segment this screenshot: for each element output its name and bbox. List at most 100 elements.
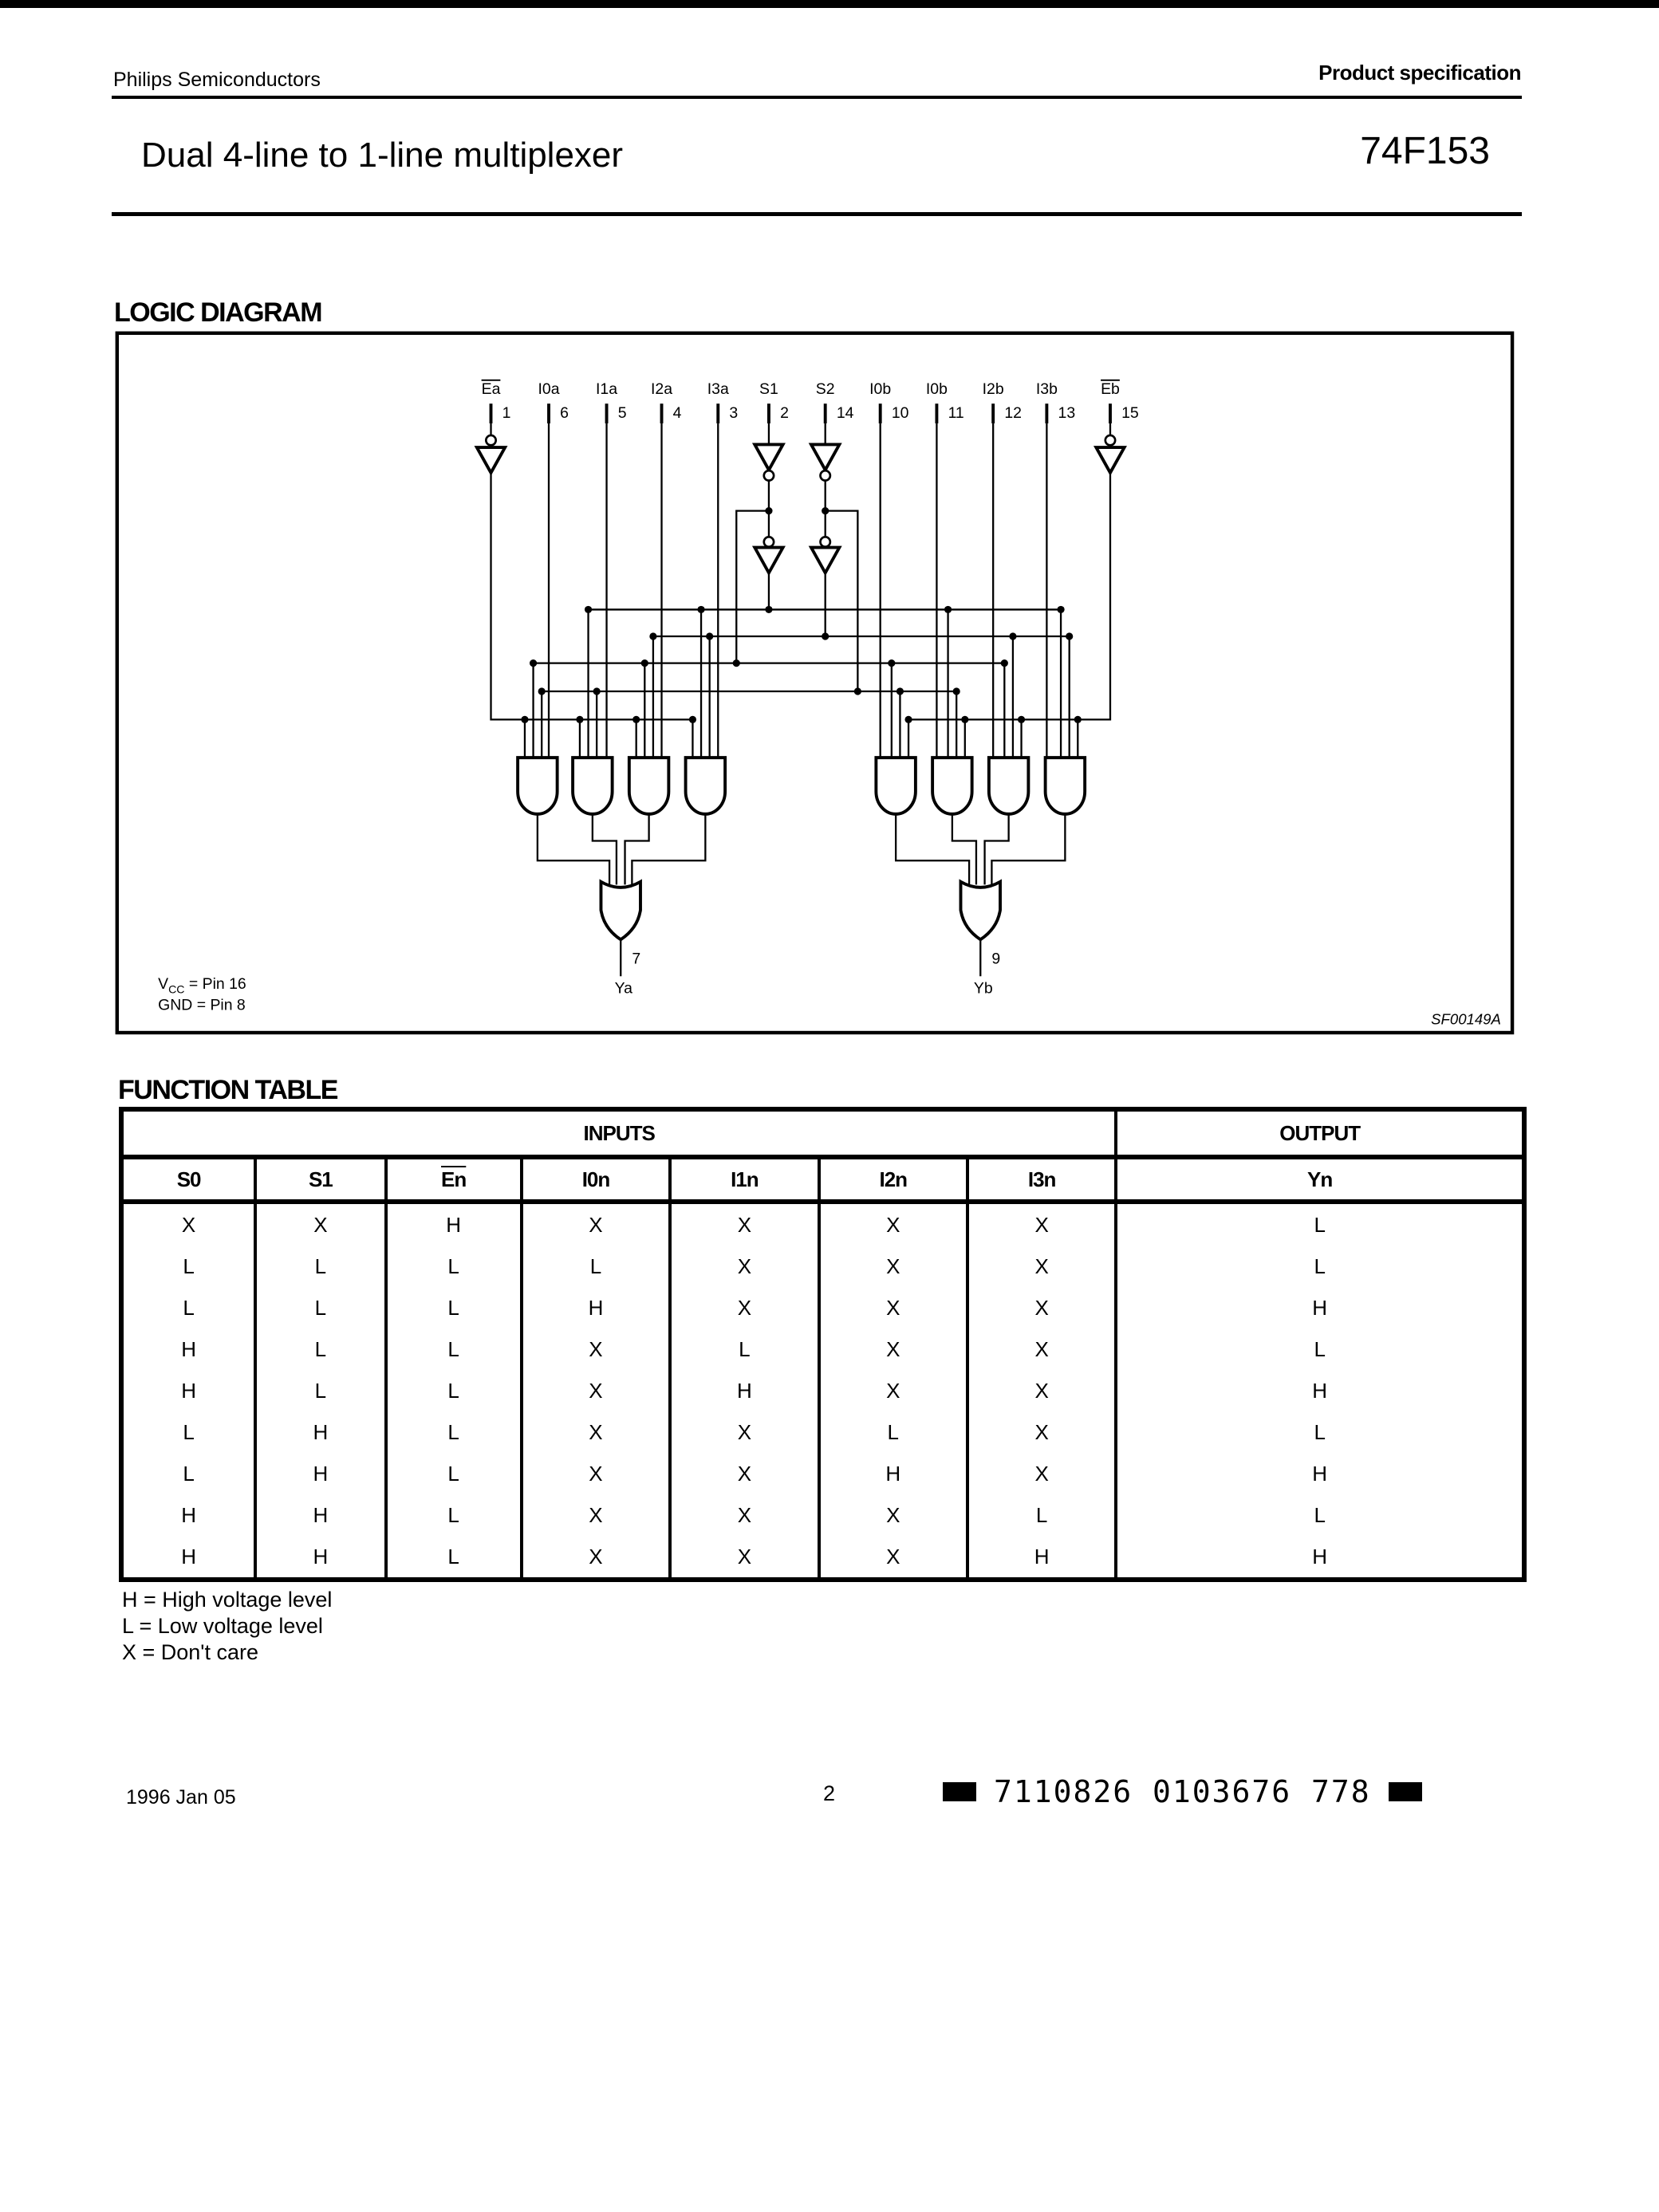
table-cell: X xyxy=(519,1411,672,1453)
input-label: I3b xyxy=(1036,380,1058,398)
and-output xyxy=(991,813,1066,885)
table-notes: H = High voltage level L = Low voltage l… xyxy=(122,1587,332,1666)
and-gate xyxy=(987,756,1030,816)
table-cell: H xyxy=(1114,1287,1526,1328)
table-cell: H xyxy=(119,1370,258,1411)
column-header-i0n: I0n xyxy=(519,1155,672,1204)
table-cell: X xyxy=(519,1328,672,1370)
input-label: I2b xyxy=(983,380,1004,398)
junction-dot xyxy=(888,659,896,667)
junction-dot xyxy=(1066,632,1074,640)
table-cell: L xyxy=(384,1453,523,1494)
inversion-bubble xyxy=(819,469,832,482)
barcode-block-right xyxy=(1388,1782,1422,1801)
table-cell: X xyxy=(668,1287,821,1328)
inversion-bubble xyxy=(819,535,832,549)
table-cell: X xyxy=(668,1536,821,1580)
input-label: I2a xyxy=(651,380,672,398)
table-cell: H xyxy=(965,1536,1118,1580)
page-title: Dual 4-line to 1-line multiplexer xyxy=(141,136,624,175)
column-header-i3n: I3n xyxy=(965,1155,1118,1204)
table-cell: X xyxy=(817,1246,969,1287)
pin-number: 15 xyxy=(1121,404,1139,422)
table-cell: H xyxy=(519,1287,672,1328)
junction-dot xyxy=(732,659,740,667)
and-gate xyxy=(516,756,559,816)
note-high: H = High voltage level xyxy=(122,1588,333,1612)
diagram-wires xyxy=(490,423,1112,977)
table-cell: L xyxy=(1114,1494,1526,1536)
table-cell: H xyxy=(119,1494,258,1536)
table-cell: X xyxy=(965,1328,1118,1370)
column-header-i1n: I1n xyxy=(668,1155,821,1204)
table-cell: L xyxy=(384,1370,523,1411)
table-cell: X xyxy=(668,1246,821,1287)
header-rule xyxy=(112,96,1522,99)
select-inverter xyxy=(808,443,842,474)
table-cell: L xyxy=(965,1494,1118,1536)
input-label: I0b xyxy=(869,380,891,398)
table-cell: L xyxy=(384,1536,523,1580)
table-cell: H xyxy=(1114,1370,1526,1411)
input-label: I0a xyxy=(538,380,560,398)
pin-number: 14 xyxy=(837,404,854,422)
table-cell: L xyxy=(254,1287,388,1328)
table-cell: H xyxy=(668,1370,821,1411)
junction-dot xyxy=(529,659,538,667)
table-cell: X xyxy=(668,1453,821,1494)
and-output xyxy=(591,813,618,885)
table-cell: L xyxy=(384,1246,523,1287)
inversion-bubble xyxy=(484,434,498,447)
junction-dot xyxy=(961,715,969,723)
junction-dot xyxy=(640,659,648,667)
junction-dot xyxy=(952,687,960,695)
page-number: 2 xyxy=(823,1781,836,1805)
table-cell: H xyxy=(119,1536,258,1580)
junction-dot xyxy=(576,715,584,723)
figure-id: SF00149A xyxy=(1431,1010,1501,1027)
table-cell: X xyxy=(965,1453,1118,1494)
enable-a-bus xyxy=(490,472,693,721)
table-cell: X xyxy=(668,1494,821,1536)
table-cell: L xyxy=(254,1328,388,1370)
inversion-bubble xyxy=(1104,434,1117,447)
input-label: S2 xyxy=(816,380,835,398)
junction-dot xyxy=(944,605,952,614)
table-cell: X xyxy=(965,1370,1118,1411)
and-gate xyxy=(684,756,727,816)
table-cell: X xyxy=(817,1328,969,1370)
table-cell: X xyxy=(519,1536,672,1580)
and-gate xyxy=(931,756,974,816)
output-pin: 7 xyxy=(632,950,640,967)
table-cell: L xyxy=(254,1246,388,1287)
logic-diagram-heading: LOGIC DIAGRAM xyxy=(114,297,323,328)
or-gate xyxy=(599,879,642,942)
table-cell: X xyxy=(519,1453,672,1494)
and-output xyxy=(624,813,650,885)
footer-date: 1996 Jan 05 xyxy=(126,1786,236,1809)
junction-dot xyxy=(1000,659,1008,667)
junction-dot xyxy=(538,687,546,695)
column-header-i2n: I2n xyxy=(817,1155,969,1204)
table-cell: H xyxy=(1114,1536,1526,1580)
diagram-labels: Ea1I0a6I1a5I2a4I3a3S12S214I0b10I0b11I2b1… xyxy=(482,380,1139,998)
table-cell: X xyxy=(817,1202,969,1246)
inversion-bubble xyxy=(763,535,775,549)
pin-number: 4 xyxy=(673,404,682,422)
and-output xyxy=(631,813,707,885)
select-inverted-line xyxy=(735,510,769,663)
pin-number: 11 xyxy=(948,404,964,422)
junction-dot xyxy=(688,715,697,723)
output-group-header: OUTPUT xyxy=(1114,1108,1526,1159)
table-cell: X xyxy=(965,1246,1118,1287)
table-cell: H xyxy=(254,1411,388,1453)
pin-number: 5 xyxy=(618,404,627,422)
table-cell: X xyxy=(668,1202,821,1246)
output-label: Ya xyxy=(615,980,633,998)
table-cell: X xyxy=(965,1411,1118,1453)
column-header-yn: Yn xyxy=(1114,1155,1526,1204)
and-output xyxy=(983,813,1010,885)
gnd-note: GND = Pin 8 xyxy=(158,997,246,1014)
